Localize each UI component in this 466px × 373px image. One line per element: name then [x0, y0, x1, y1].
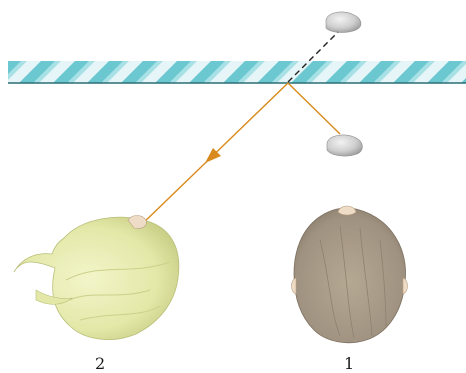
virtual-image-pebble	[326, 12, 361, 32]
head-top-view-icon	[14, 217, 179, 339]
observer-2-head	[14, 216, 179, 340]
head-nose-icon	[338, 206, 356, 215]
mirror	[8, 61, 466, 83]
head-top-view-icon	[294, 208, 406, 343]
pebble-icon	[327, 135, 362, 156]
object-pebble	[327, 135, 362, 156]
observer-1-label: 1	[344, 356, 354, 372]
incident-ray	[288, 83, 340, 134]
observer-1-head	[292, 206, 408, 343]
head-ear-left-icon	[292, 278, 297, 294]
light-ray	[138, 83, 340, 228]
observer-2-label: 2	[95, 356, 105, 372]
pebble-icon	[326, 12, 361, 32]
mirror-surface	[8, 61, 466, 83]
head-ear-right-icon	[403, 278, 408, 294]
